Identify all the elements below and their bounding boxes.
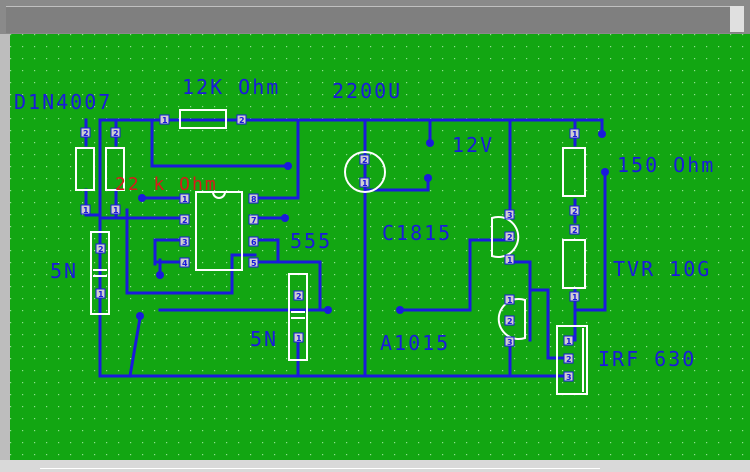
svg-text:1: 1 bbox=[507, 296, 513, 305]
svg-text:3: 3 bbox=[182, 238, 188, 247]
svg-text:1: 1 bbox=[113, 206, 119, 215]
transistor-c1815[interactable]: 3 2 1 bbox=[491, 209, 520, 265]
svg-text:1: 1 bbox=[507, 256, 513, 265]
svg-text:2: 2 bbox=[98, 245, 104, 254]
capacitor-2200u-label: 2200U bbox=[332, 79, 402, 103]
svg-text:2: 2 bbox=[83, 129, 89, 138]
varistor-label: TVR 10G bbox=[613, 257, 711, 281]
svg-text:2: 2 bbox=[566, 355, 572, 364]
capacitor-2200u[interactable]: 2 1 bbox=[344, 151, 386, 193]
toolbar-area bbox=[6, 6, 742, 33]
capacitor-5n-left-label: 5N bbox=[50, 259, 78, 283]
svg-text:8: 8 bbox=[251, 195, 257, 204]
svg-text:2: 2 bbox=[362, 156, 368, 165]
svg-text:2: 2 bbox=[572, 207, 578, 216]
grid-dots bbox=[10, 34, 750, 460]
transistor-a1015[interactable]: 1 2 3 bbox=[497, 294, 526, 347]
svg-text:4: 4 bbox=[182, 259, 188, 268]
svg-text:1: 1 bbox=[162, 116, 168, 125]
status-bar bbox=[0, 460, 750, 472]
svg-text:6: 6 bbox=[251, 238, 257, 247]
svg-text:2: 2 bbox=[507, 317, 513, 326]
svg-text:1: 1 bbox=[83, 206, 89, 215]
svg-text:1: 1 bbox=[566, 337, 572, 346]
window-corner bbox=[730, 6, 744, 32]
ic-555[interactable]: 1 2 3 4 8 7 6 5 bbox=[179, 191, 259, 271]
svg-text:1: 1 bbox=[98, 290, 104, 299]
svg-text:3: 3 bbox=[507, 338, 513, 347]
diode-label: D1N4007 bbox=[14, 90, 112, 114]
left-ruler bbox=[0, 34, 10, 472]
svg-text:2: 2 bbox=[182, 216, 188, 225]
svg-text:5: 5 bbox=[251, 259, 257, 268]
resistor-22k-label: 22 k Ohm bbox=[115, 174, 218, 195]
svg-text:2: 2 bbox=[113, 129, 119, 138]
svg-text:2: 2 bbox=[572, 226, 578, 235]
capacitor-5n-right[interactable]: 2 1 bbox=[288, 273, 308, 361]
svg-text:2: 2 bbox=[507, 233, 513, 242]
status-divider bbox=[40, 468, 600, 469]
resistor-150[interactable]: 1 2 bbox=[562, 128, 586, 216]
svg-text:7: 7 bbox=[251, 216, 257, 225]
capacitor-5n-left[interactable]: 2 1 bbox=[90, 231, 110, 315]
resistor-150-label: 150 Ohm bbox=[617, 153, 715, 177]
svg-text:1: 1 bbox=[572, 130, 578, 139]
capacitor-5n-right-label: 5N bbox=[250, 327, 278, 351]
wires bbox=[84, 118, 607, 378]
transistor-a1015-label: A1015 bbox=[380, 331, 450, 355]
window-title-bar bbox=[0, 0, 750, 34]
svg-text:1: 1 bbox=[182, 195, 188, 204]
svg-text:1: 1 bbox=[296, 334, 302, 343]
transistor-c1815-label: C1815 bbox=[382, 221, 452, 245]
svg-text:3: 3 bbox=[566, 373, 572, 382]
mosfet-label: IRF 630 bbox=[598, 347, 696, 371]
diode-d1n4007[interactable]: 2 2 1 1 bbox=[75, 127, 125, 215]
svg-text:1: 1 bbox=[362, 179, 368, 188]
varistor-tvr10g[interactable]: 2 1 bbox=[562, 224, 586, 302]
svg-text:1: 1 bbox=[572, 293, 578, 302]
mosfet-irf630[interactable]: 1 2 3 bbox=[556, 325, 588, 395]
resistor-12k[interactable]: 1 2 bbox=[159, 109, 247, 129]
resistor-12k-label: 12K Ohm bbox=[182, 75, 280, 99]
svg-text:2: 2 bbox=[239, 116, 245, 125]
svg-text:2: 2 bbox=[296, 292, 302, 301]
pads bbox=[136, 130, 609, 320]
voltage-label: 12V bbox=[452, 133, 494, 157]
ic-label: 555 bbox=[290, 229, 332, 253]
svg-text:3: 3 bbox=[507, 211, 513, 220]
